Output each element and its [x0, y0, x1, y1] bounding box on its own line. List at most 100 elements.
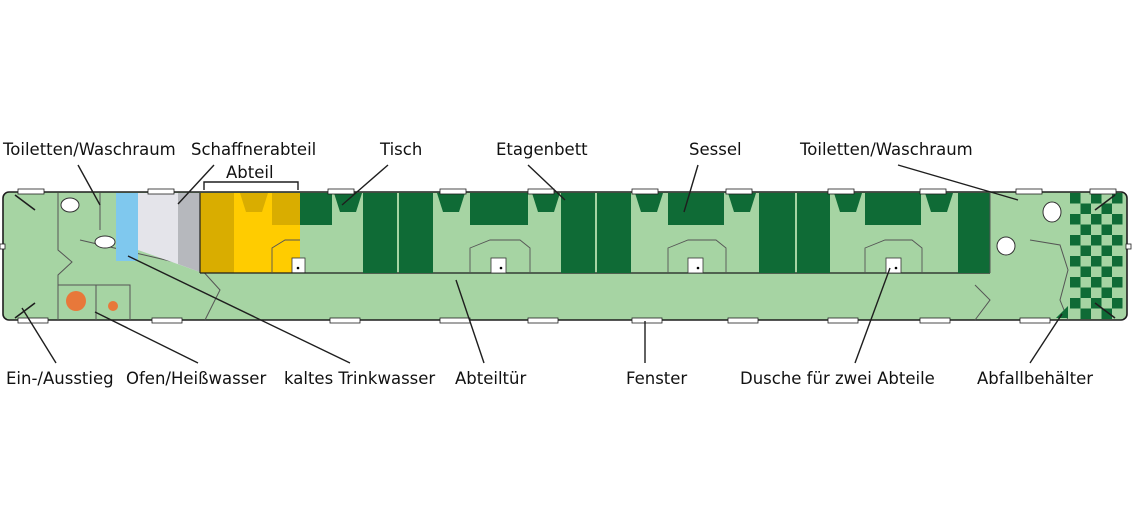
checker-tile: [1101, 256, 1112, 267]
window-pane: [17, 317, 49, 324]
checker-tile: [1112, 193, 1123, 204]
checkered-vestibule: [1070, 193, 1123, 319]
checker-tile: [1101, 214, 1112, 225]
window-pane: [1019, 317, 1051, 324]
checker-tile: [1091, 308, 1102, 319]
compartment-bunk-right: [272, 193, 300, 225]
checker-tile: [1112, 235, 1123, 246]
checker-tile: [1101, 235, 1112, 246]
toilet-bowl-right-2: [996, 236, 1016, 256]
checker-tile: [1080, 266, 1091, 277]
checker-tile: [1112, 203, 1123, 214]
checker-tile: [1091, 214, 1102, 225]
toilet-bowl-right-1: [1042, 201, 1062, 223]
checker-tile: [1070, 266, 1081, 277]
window-pane: [919, 317, 951, 324]
checker-tile: [1080, 308, 1091, 319]
checker-tile: [1091, 193, 1102, 204]
compartment-bunk-left: [200, 193, 234, 273]
window-pane: [527, 317, 559, 324]
checker-tile: [1080, 193, 1091, 204]
checker-tile: [1091, 235, 1102, 246]
checker-tile: [1112, 277, 1123, 288]
checker-tile: [1101, 266, 1112, 277]
window-pane: [827, 317, 859, 324]
window-pane: [631, 188, 659, 195]
window-pane: [439, 317, 471, 324]
compartment-table: [291, 257, 306, 274]
checker-tile: [1112, 245, 1123, 256]
label-toilet-right: Toiletten/Waschraum: [799, 140, 973, 159]
label-door: Abteiltür: [455, 369, 526, 388]
label-entry: Ein-/Ausstieg: [6, 369, 114, 388]
hot-water-icon: [108, 301, 118, 311]
window-pane: [439, 188, 467, 195]
window-pane: [631, 317, 663, 324]
label-shower: Dusche für zwei Abteile: [740, 369, 935, 388]
window-pane: [919, 188, 947, 195]
window-pane: [0, 243, 6, 250]
label-table: Tisch: [379, 140, 422, 159]
window-pane: [827, 188, 855, 195]
label-stove: Ofen/Heißwasser: [126, 369, 266, 388]
windows: [0, 188, 1132, 324]
window-pane: [151, 317, 183, 324]
checker-tile: [1080, 277, 1091, 288]
label-cold-water: kaltes Trinkwasser: [284, 369, 435, 388]
checker-tile: [1070, 203, 1081, 214]
window-pane: [17, 188, 45, 195]
checker-tile: [1101, 308, 1112, 319]
checker-tile: [1070, 193, 1081, 204]
compartment-seat-top: [240, 193, 268, 212]
label-bunk: Etagenbett: [496, 140, 588, 159]
label-waste: Abfallbehälter: [977, 369, 1093, 388]
checker-tile: [1080, 287, 1091, 298]
checker-tile: [1101, 193, 1112, 204]
checker-tile: [1091, 256, 1102, 267]
checker-tile: [1080, 224, 1091, 235]
checker-tile: [1080, 235, 1091, 246]
cold-water-tank: [116, 193, 138, 261]
checker-tile: [1070, 277, 1081, 288]
checker-tile: [1101, 277, 1112, 288]
checker-tile: [1112, 308, 1123, 319]
left-service-area: [57, 193, 221, 321]
checker-tile: [1091, 277, 1102, 288]
checker-tile: [1101, 298, 1112, 309]
label-window: Fenster: [626, 369, 687, 388]
leader-lines: [21, 164, 1063, 364]
window-pane: [1089, 188, 1117, 195]
checker-tile: [1070, 245, 1081, 256]
checker-tile: [1091, 245, 1102, 256]
checker-tile: [1070, 287, 1081, 298]
window-pane: [329, 317, 361, 324]
checker-tile: [1101, 203, 1112, 214]
window-pane: [727, 317, 759, 324]
window-pane: [327, 188, 355, 195]
window-pane: [527, 188, 555, 195]
toilet-bowl-left-1: [60, 197, 80, 213]
checker-tile: [1101, 224, 1112, 235]
labels: Toiletten/Waschraum Schaffnerabteil Abte…: [2, 140, 1093, 388]
checker-tile: [1070, 256, 1081, 267]
checker-tile: [1112, 287, 1123, 298]
checker-tile: [1080, 245, 1091, 256]
checker-tile: [1112, 256, 1123, 267]
window-pane: [725, 188, 753, 195]
checker-tile: [1080, 214, 1091, 225]
checker-tile: [1070, 214, 1081, 225]
checker-tile: [1112, 224, 1123, 235]
checker-tile: [1112, 214, 1123, 225]
window-pane: [1015, 188, 1043, 195]
checker-tile: [1070, 308, 1081, 319]
label-conductor: Schaffnerabteil: [191, 140, 316, 159]
stove-icon: [66, 291, 86, 311]
checker-tile: [1091, 266, 1102, 277]
checker-tile: [1101, 245, 1112, 256]
checker-tile: [1080, 203, 1091, 214]
label-armchair: Sessel: [689, 140, 742, 159]
conductor-compartment-shade: [178, 193, 200, 272]
checker-tile: [1101, 287, 1112, 298]
checker-tile: [1091, 224, 1102, 235]
